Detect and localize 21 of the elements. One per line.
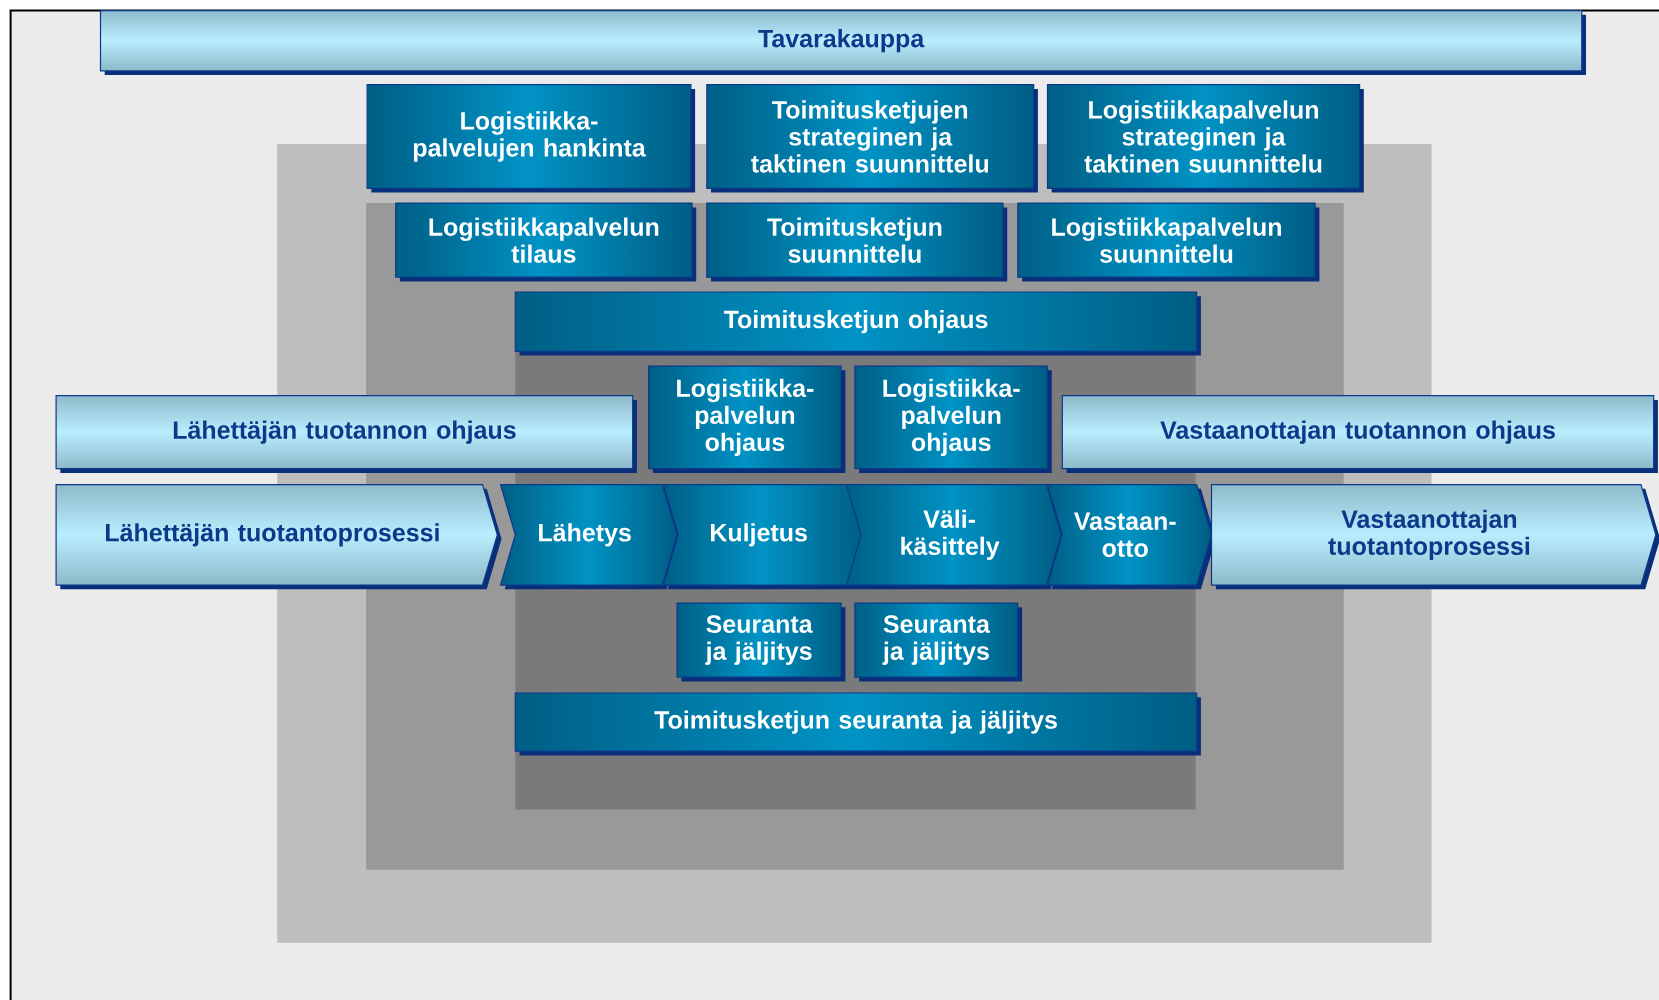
process-box: Logistiikka-palvelun ohjaus [648,365,846,473]
process-box: Tavarakauppa [99,10,1586,76]
process-box: Seuranta ja jäljitys [854,602,1023,682]
process-step: Lähetys [499,484,682,590]
process-box: Lähettäjän tuotannon ohjaus [55,395,637,473]
process-step: Kuljetus [662,484,867,590]
process-step: Vastaanottajan tuotantoprosessi [1210,484,1659,590]
process-step: Vastaan-otto [1046,484,1216,590]
process-box: Toimitusketjun ohjaus [514,291,1201,356]
process-box: Logistiikkapalvelun suunnittelu [1017,202,1320,282]
process-box: Toimitusketjun suunnittelu [706,202,1008,282]
process-box: Logistiikka-palvelun ohjaus [854,365,1052,473]
process-box: Seuranta ja jäljitys [676,602,846,682]
process-box: Toimitusketjujen strateginen ja taktinen suunnittelu [706,84,1038,193]
process-box: Toimitusketjun seuranta ja jäljitys [514,692,1201,756]
process-box: Logistiikkapalvelun tilaus [395,202,697,282]
process-box: Logistiikka-palvelujen hankinta [366,84,696,193]
process-box: Vastaanottajan tuotannon ohjaus [1061,395,1658,473]
process-box: Logistiikkapalvelun strateginen ja taktinen suunnittelu [1046,84,1364,193]
process-step: Lähettäjän tuotantoprosessi [55,484,502,590]
process-step: Väli-käsittely [845,484,1066,590]
